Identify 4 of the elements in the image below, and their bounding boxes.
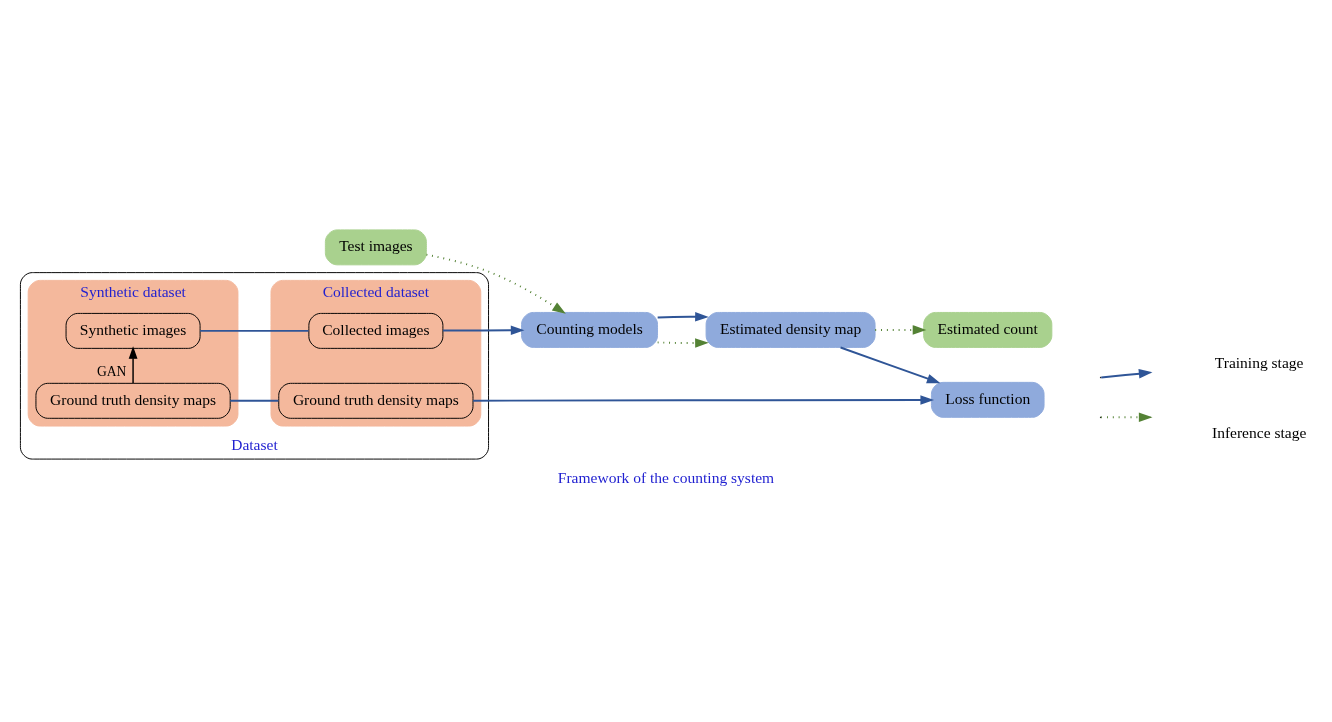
legend-label: Training stage: [1214, 353, 1304, 371]
caption: Framework of the counting system: [557, 469, 775, 487]
legend-label: Inference stage: [1211, 423, 1307, 441]
edge-label: GAN: [96, 364, 127, 380]
